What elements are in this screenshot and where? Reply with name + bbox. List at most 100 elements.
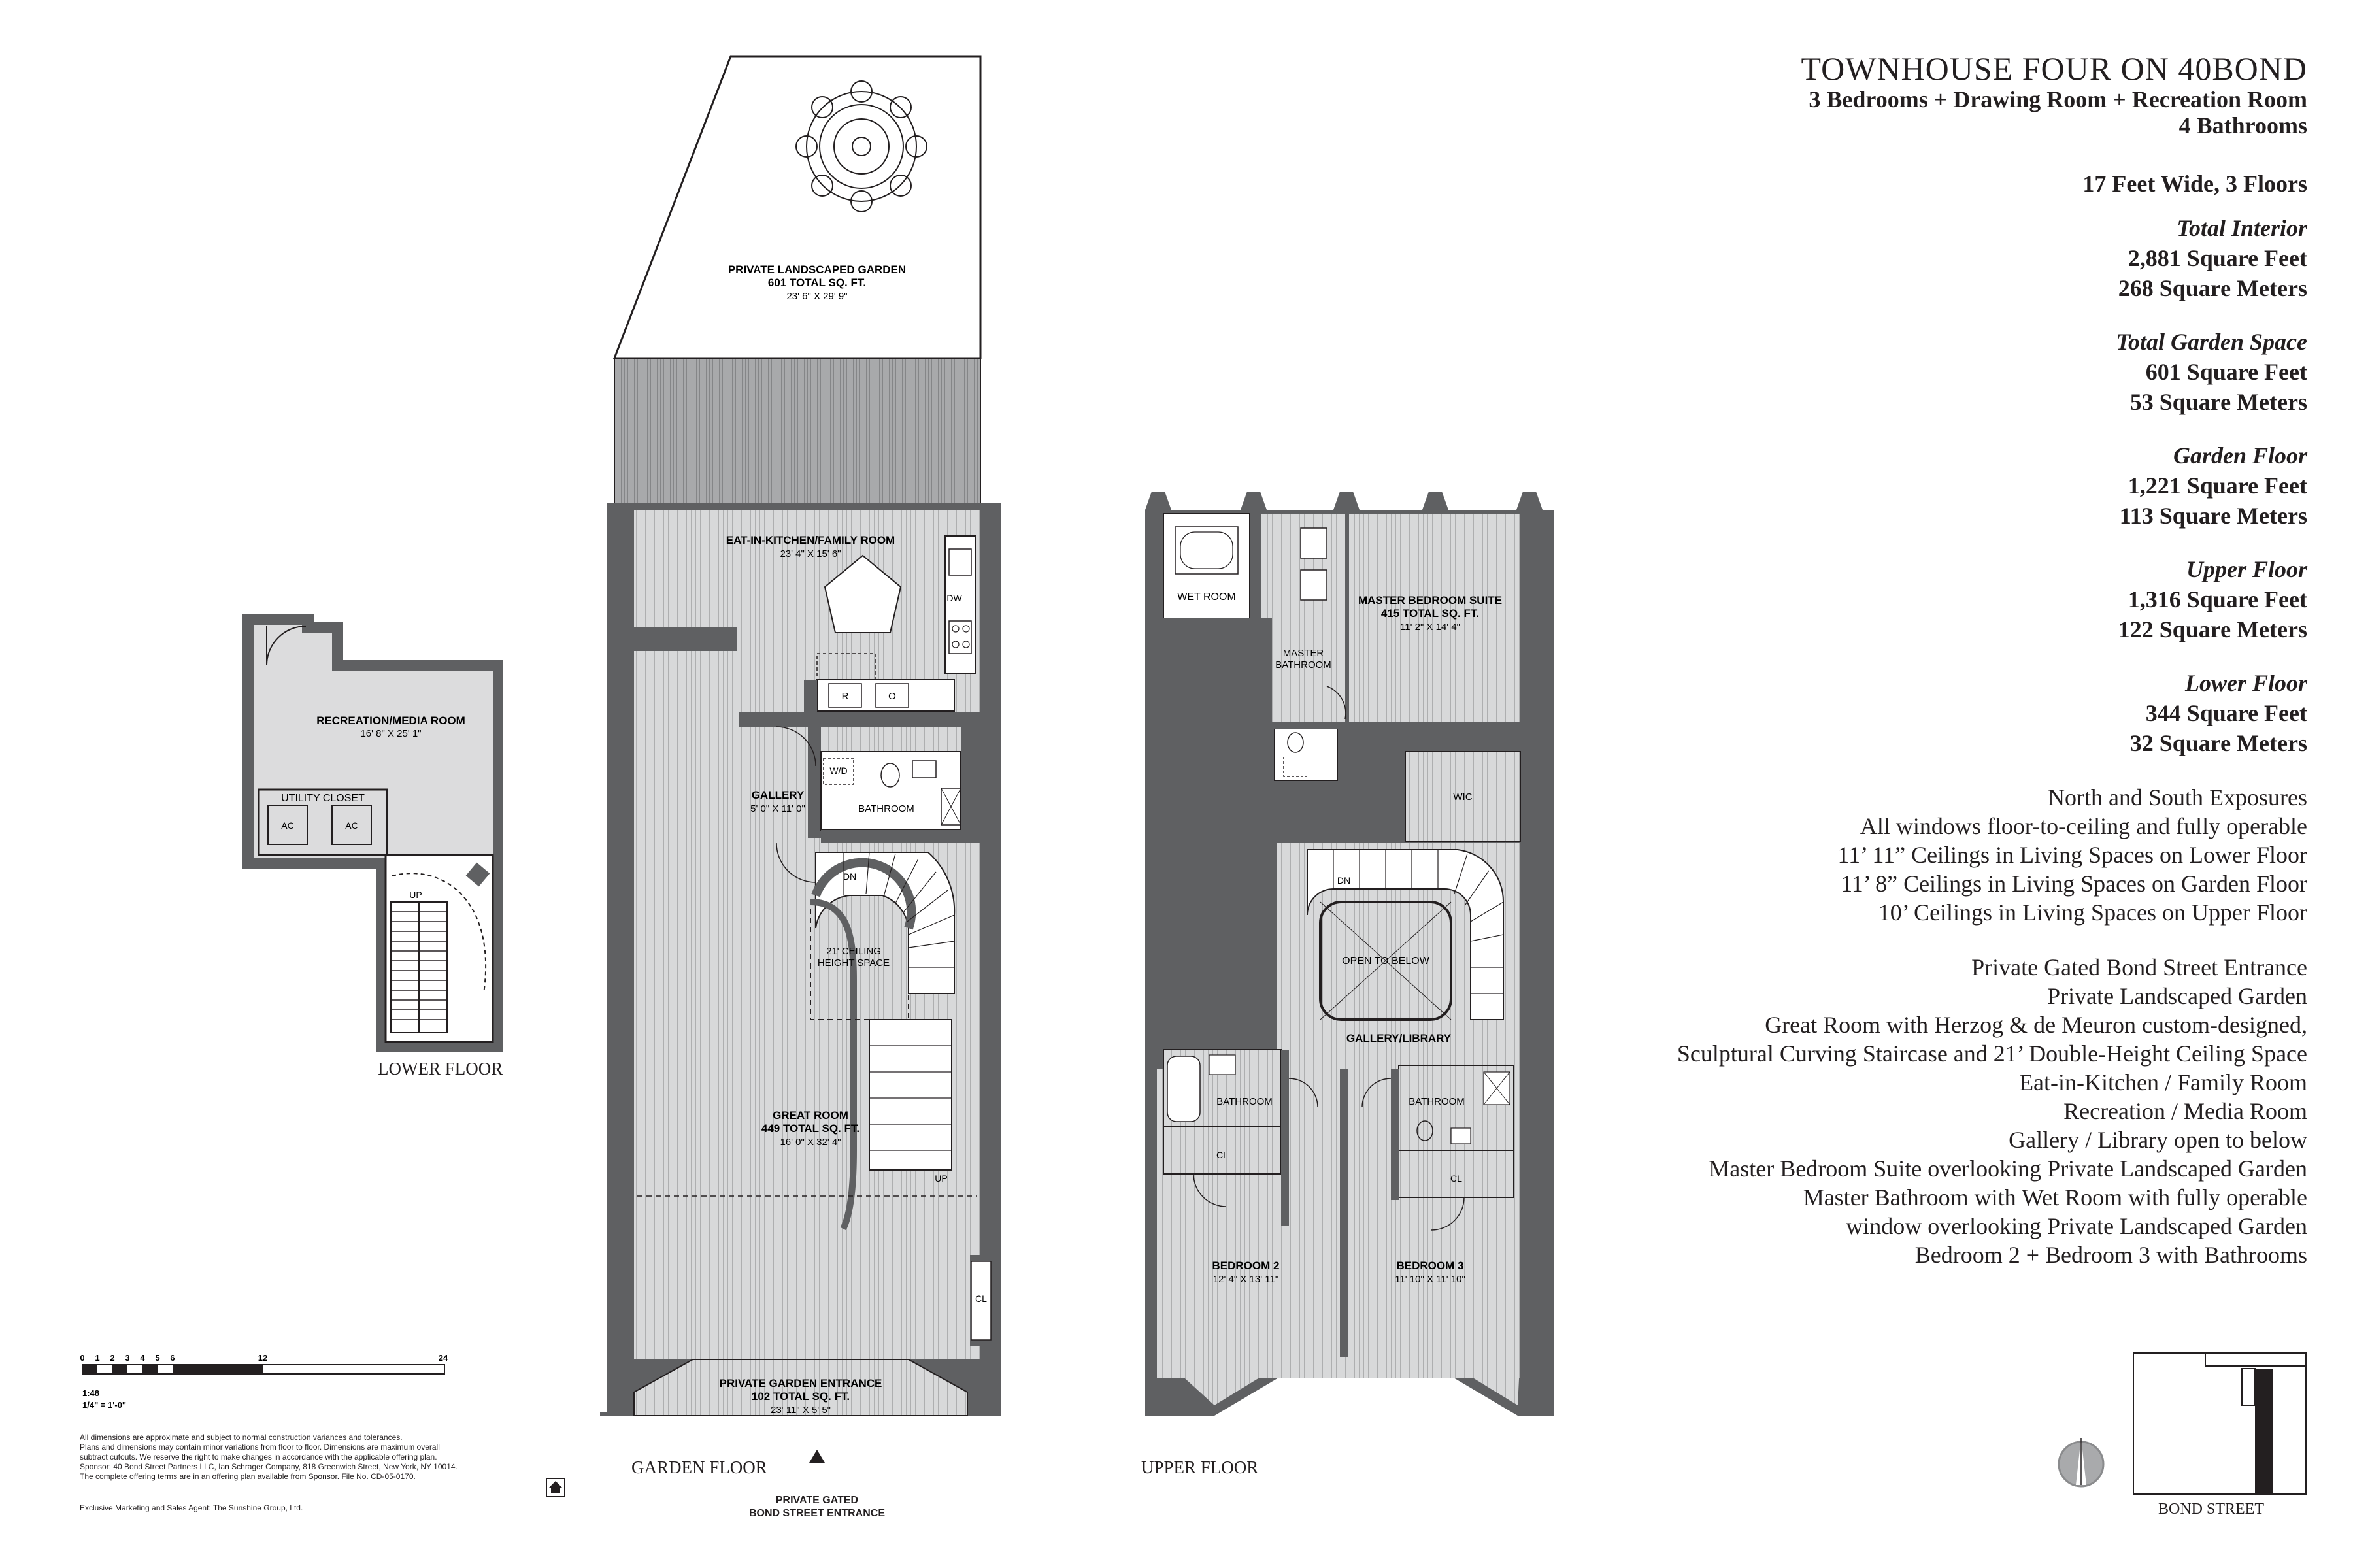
room-dim-entrance: 23' 11" X 5' 5" bbox=[771, 1405, 831, 1416]
room-dim-gallery: 5' 0" X 11' 0" bbox=[750, 803, 805, 814]
room-label-gallery: GALLERY bbox=[752, 789, 805, 801]
room-label-bedroom-2: BEDROOM 2 bbox=[1212, 1259, 1280, 1272]
scale-tick: 1 bbox=[95, 1353, 99, 1363]
ceiling-label-2: HEIGHT SPACE bbox=[818, 958, 890, 969]
room-label-great-room: GREAT ROOM bbox=[773, 1109, 848, 1122]
scale-tick: 0 bbox=[80, 1353, 84, 1363]
entrance-arrow-icon bbox=[809, 1450, 825, 1463]
room-label-bathroom: BATHROOM bbox=[858, 803, 914, 814]
room-label-wet-room: WET ROOM bbox=[1177, 592, 1235, 603]
equal-housing-icon bbox=[546, 1478, 565, 1497]
key-plan-townhouse-marker bbox=[2255, 1369, 2273, 1494]
info-panel: TOWNHOUSE FOUR ON 40BOND 3 Bedrooms + Dr… bbox=[1392, 51, 2307, 1269]
scale-tick: 6 bbox=[170, 1353, 175, 1363]
room-area-entrance: 102 TOTAL SQ. FT. bbox=[752, 1390, 850, 1403]
closet-bedroom-3 bbox=[1398, 1150, 1514, 1198]
washer-dryer-label: W/D bbox=[829, 765, 847, 776]
dishwasher-label: DW bbox=[946, 593, 962, 603]
area-sqft: 1,221 Square Feet bbox=[2128, 473, 2307, 499]
room-label-wic: WIC bbox=[1453, 792, 1472, 803]
feature-line: Bedroom 2 + Bedroom 3 with Bathrooms bbox=[1914, 1242, 2307, 1268]
open-to-below-label: OPEN TO BELOW bbox=[1342, 956, 1430, 967]
gallery-library bbox=[1277, 1039, 1520, 1069]
room-dim-recreation: 16' 8" X 25' 1" bbox=[360, 728, 421, 739]
entrance-caption: PRIVATE GATED BOND STREET ENTRANCE bbox=[693, 1494, 941, 1520]
scale-tick: 5 bbox=[155, 1353, 159, 1363]
feature-line: Master Bathroom with Wet Room with fully… bbox=[1803, 1184, 2307, 1210]
area-sqft: 1,316 Square Feet bbox=[2128, 586, 2307, 612]
scale-tick: 2 bbox=[110, 1353, 114, 1363]
feature-line: All windows floor-to-ceiling and fully o… bbox=[1860, 813, 2307, 839]
disclaimer-line: subtract cutouts. We reserve the right t… bbox=[80, 1452, 437, 1461]
ac-label: AC bbox=[345, 820, 358, 831]
kitchen-counter bbox=[944, 535, 976, 674]
feature-line: Private Gated Bond Street Entrance bbox=[1971, 954, 2307, 980]
upper-curving-staircase bbox=[1307, 849, 1505, 1020]
disclaimer-line: The complete offering terms are in an of… bbox=[80, 1472, 416, 1481]
room-label-garden: PRIVATE LANDSCAPED GARDEN bbox=[728, 263, 906, 276]
caption-upper-floor: UPPER FLOOR bbox=[1141, 1458, 1259, 1477]
key-plan bbox=[2133, 1352, 2307, 1495]
ac-label: AC bbox=[281, 820, 293, 831]
feature-line: 11’ 11” Ceilings in Living Spaces on Low… bbox=[1837, 842, 2307, 868]
subtitle-bedrooms: 3 Bedrooms + Drawing Room + Recreation R… bbox=[1809, 86, 2307, 112]
area-block-lower-floor: Lower Floor 344 Square Feet 32 Square Me… bbox=[1392, 668, 2307, 758]
area-label: Lower Floor bbox=[2184, 670, 2307, 696]
feature-line: 11’ 8” Ceilings in Living Spaces on Gard… bbox=[1841, 871, 2307, 897]
area-sqm: 122 Square Meters bbox=[2118, 616, 2307, 642]
area-sqm: 268 Square Meters bbox=[2118, 275, 2307, 301]
stair-up-label: UP bbox=[409, 890, 422, 900]
scale-tick: 4 bbox=[140, 1353, 145, 1363]
area-sqft: 2,881 Square Feet bbox=[2128, 245, 2307, 271]
disclaimer-line: Sponsor: 40 Bond Street Partners LLC, Ia… bbox=[80, 1462, 458, 1471]
room-dim-bedroom-2: 12' 4" X 13' 11" bbox=[1213, 1274, 1278, 1285]
room-label-master-bath-2: BATHROOM bbox=[1275, 659, 1331, 671]
disclaimer-line: Plans and dimensions may contain minor v… bbox=[80, 1443, 440, 1452]
scale-imperial: 1/4" = 1'-0" bbox=[82, 1400, 126, 1410]
room-label-bedroom-3: BEDROOM 3 bbox=[1397, 1259, 1464, 1272]
room-label-master-bath-1: MASTER bbox=[1283, 648, 1324, 659]
feature-line: Eat-in-Kitchen / Family Room bbox=[2019, 1069, 2307, 1095]
room-label-master-bedroom: MASTER BEDROOM SUITE bbox=[1358, 594, 1502, 607]
area-sqft: 601 Square Feet bbox=[2145, 359, 2307, 385]
feature-line: Great Room with Herzog & de Meuron custo… bbox=[1765, 1012, 2307, 1038]
private-garden-entrance bbox=[633, 1359, 968, 1416]
room-label-kitchen: EAT-IN-KITCHEN/FAMILY ROOM bbox=[726, 534, 895, 546]
room-label-recreation: RECREATION/MEDIA ROOM bbox=[316, 714, 465, 727]
feature-line: 10’ Ceilings in Living Spaces on Upper F… bbox=[1878, 899, 2307, 926]
garden-floor-plan: PRIVATE LANDSCAPED GARDEN 601 TOTAL SQ. … bbox=[600, 55, 1001, 1463]
area-block-total-interior: Total Interior 2,881 Square Feet 268 Squ… bbox=[1392, 213, 2307, 303]
feature-line: Master Bedroom Suite overlooking Private… bbox=[1709, 1156, 2307, 1182]
area-block-upper-floor: Upper Floor 1,316 Square Feet 122 Square… bbox=[1392, 554, 2307, 644]
feature-line: Recreation / Media Room bbox=[2063, 1098, 2307, 1124]
feature-line: Gallery / Library open to below bbox=[2009, 1127, 2307, 1153]
area-sqft: 344 Square Feet bbox=[2145, 700, 2307, 726]
area-sqm: 113 Square Meters bbox=[2119, 503, 2307, 529]
room-dim-bedroom-3: 11' 10" X 11' 10" bbox=[1395, 1274, 1465, 1285]
caption-lower-floor: LOWER FLOOR bbox=[378, 1059, 503, 1078]
kitchen-table bbox=[824, 554, 902, 633]
caption-bond-street: BOND STREET bbox=[2158, 1501, 2264, 1518]
area-sqm: 53 Square Meters bbox=[2129, 389, 2307, 415]
scale-tick: 12 bbox=[258, 1353, 267, 1363]
stair-down-label: DN bbox=[1337, 875, 1350, 886]
feature-line: Sculptural Curving Staircase and 21’ Dou… bbox=[1677, 1041, 2307, 1067]
feature-line: North and South Exposures bbox=[2048, 784, 2307, 810]
oven-label: O bbox=[888, 691, 896, 702]
ac-unit bbox=[331, 805, 372, 845]
walk-in-closet bbox=[1405, 751, 1521, 842]
features-exposure: North and South Exposures All windows fl… bbox=[1392, 783, 2307, 927]
lower-floor-plan: RECREATION/MEDIA ROOM 16' 8" X 25' 1" UT… bbox=[242, 614, 503, 1052]
area-sqm: 32 Square Meters bbox=[2129, 730, 2307, 756]
bathroom-garden-floor bbox=[820, 751, 961, 831]
ceiling-label-1: 21' CEILING bbox=[826, 946, 881, 957]
room-area-great-room: 449 TOTAL SQ. FT. bbox=[761, 1122, 859, 1135]
private-landscaped-garden bbox=[612, 55, 982, 359]
scale-tick: 3 bbox=[125, 1353, 129, 1363]
upper-floor-plan: WET ROOM MASTER BATHROOM MASTER BEDROOM … bbox=[1145, 492, 1554, 1416]
stair-up-label: UP bbox=[935, 1173, 947, 1184]
sales-agent: Exclusive Marketing and Sales Agent: The… bbox=[80, 1503, 303, 1512]
area-label: Upper Floor bbox=[2186, 556, 2307, 582]
area-block-garden-space: Total Garden Space 601 Square Feet 53 Sq… bbox=[1392, 327, 2307, 417]
